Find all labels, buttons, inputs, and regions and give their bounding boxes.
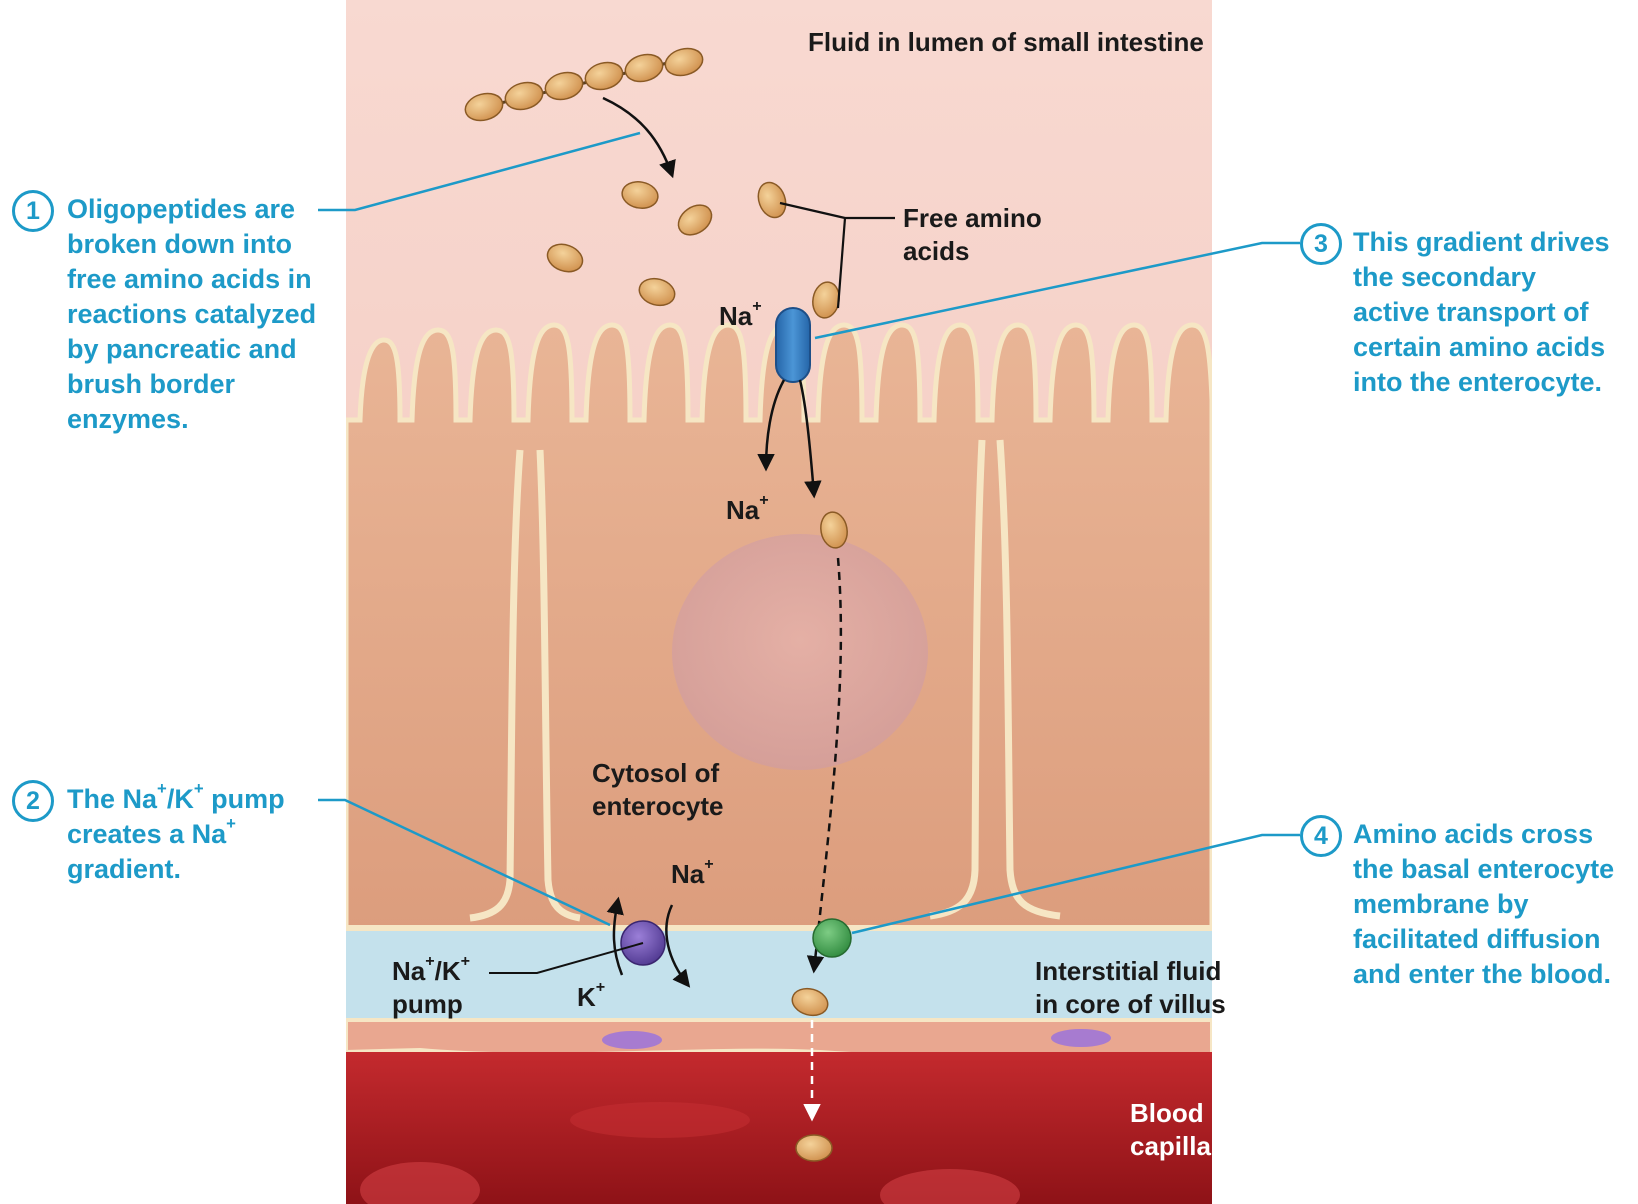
step-4-number: 4: [1300, 815, 1342, 857]
na-outside-label: Na+: [719, 300, 762, 333]
pump-label: Na+/K+ pump: [392, 955, 470, 1021]
step-3-text: This gradient drives the secondary activ…: [1353, 225, 1610, 400]
na-inside-label: Na+: [726, 494, 769, 527]
nucleus-icon: [672, 534, 928, 770]
blood-label: Blood in capillary: [1130, 1097, 1236, 1163]
step-2-number: 2: [12, 780, 54, 822]
step-1-number: 1: [12, 190, 54, 232]
carrier-protein-icon: [813, 919, 851, 957]
step-1-text: Oligopeptides are broken down into free …: [67, 192, 316, 437]
step-2-text: The Na+/K+ pump creates a Na+ gradient.: [67, 782, 285, 887]
symporter-icon: [776, 308, 810, 382]
k-in-label: K+: [577, 981, 605, 1014]
step-4-text: Amino acids cross the basal enterocyte m…: [1353, 817, 1614, 992]
free-amino-acids-label: Free amino acids: [903, 202, 1042, 268]
na-pump-out-label: Na+: [671, 858, 714, 891]
interstitial-label: Interstitial fluid in core of villus: [1035, 955, 1226, 1021]
cytosol-label: Cytosol of enterocyte: [592, 757, 724, 823]
lumen-label: Fluid in lumen of small intestine: [808, 26, 1204, 59]
step-3-number: 3: [1300, 223, 1342, 265]
